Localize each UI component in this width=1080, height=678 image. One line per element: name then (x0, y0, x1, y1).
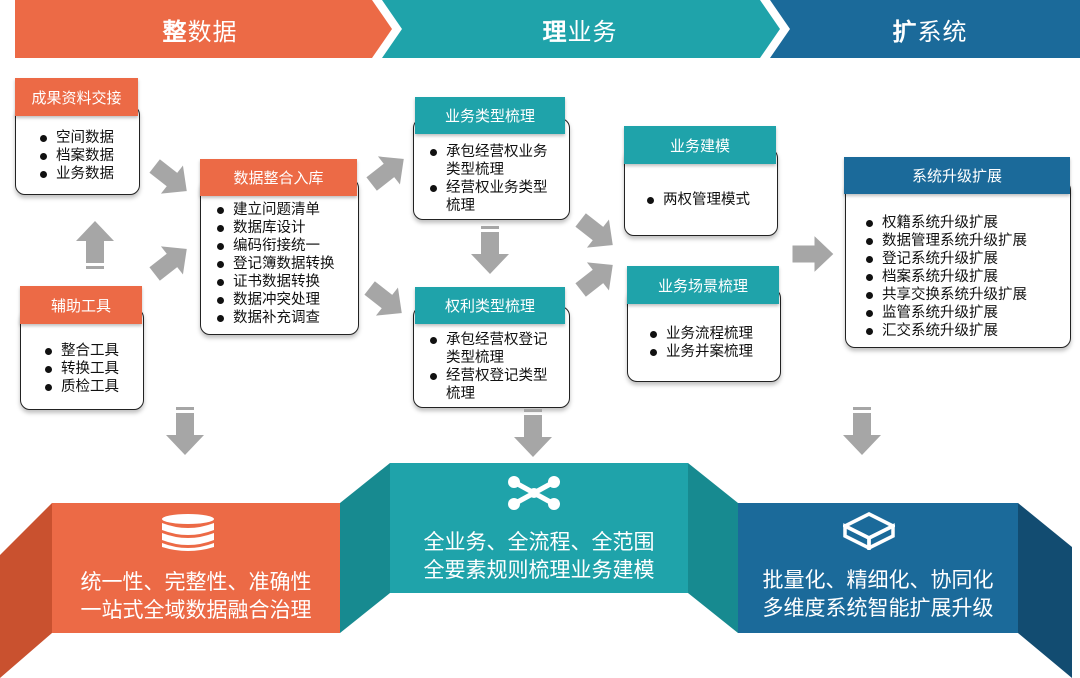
list-item: 质检工具 (43, 378, 119, 396)
list-item: 档案数据 (38, 147, 114, 165)
integration-header: 数据整合入库 (200, 159, 357, 196)
banner-left-text: 统一性、完整性、准确性 一站式全域数据融合治理 (80, 570, 312, 622)
network-icon (508, 476, 560, 510)
arrow-righttype-to-scenario (568, 248, 626, 306)
list-item: 经营权登记类型梳理 (428, 367, 558, 403)
arrow-down-mid (514, 409, 552, 457)
arrow-tools-to-integration (142, 232, 200, 290)
upgrade-header: 系统升级扩展 (844, 157, 1070, 194)
banner-mid-text: 全业务、全流程、全范围 全要素规则梳理业务建模 (423, 530, 655, 582)
list-item: 转换工具 (43, 360, 119, 378)
list-item: 承包经营权登记类型梳理 (428, 331, 558, 367)
scenario-header: 业务场景梳理 (627, 266, 779, 304)
left-fold (0, 503, 52, 678)
list-item: 监管系统升级扩展 (864, 304, 1027, 322)
list-item: 登记系统升级扩展 (864, 250, 1027, 268)
list-item: 权籍系统升级扩展 (864, 214, 1027, 232)
stage3-chevron (770, 0, 1080, 58)
modeling-header: 业务建模 (624, 126, 776, 164)
list-item: 两权管理模式 (645, 191, 750, 209)
list-item: 编码衔接统一 (215, 237, 335, 255)
list-item: 整合工具 (43, 342, 119, 360)
tools-list: 整合工具 转换工具 质检工具 (43, 342, 119, 396)
list-item: 业务流程梳理 (648, 325, 753, 343)
biztype-list: 承包经营权业务类型梳理 经营权业务类型梳理 (428, 143, 558, 215)
arrow-tools-to-results (76, 221, 114, 269)
list-item: 汇交系统升级扩展 (864, 322, 1027, 340)
arrow-down-left (166, 407, 204, 455)
list-item: 共享交换系统升级扩展 (864, 286, 1027, 304)
right-fold (1018, 503, 1072, 678)
list-item: 证书数据转换 (215, 273, 335, 291)
arrow-down-right (843, 407, 881, 455)
mid-right-fold (688, 463, 738, 633)
list-item: 登记簿数据转换 (215, 255, 335, 273)
scenario-list: 业务流程梳理 业务并案梳理 (648, 325, 753, 361)
arrow-biztype-to-modeling (568, 204, 626, 262)
list-item: 承包经营权业务类型梳理 (428, 143, 558, 179)
arrow-to-upgrade (791, 234, 835, 274)
stage1-title: 整数据 (162, 17, 238, 46)
list-item: 业务并案梳理 (648, 343, 753, 361)
arrow-integration-to-biztype (359, 142, 417, 200)
modeling-list: 两权管理模式 (645, 191, 750, 209)
upgrade-card: 权籍系统升级扩展 数据管理系统升级扩展 登记系统升级扩展 档案系统升级扩展 共享… (845, 180, 1071, 348)
list-item: 数据管理系统升级扩展 (864, 232, 1027, 250)
integration-list: 建立问题清单 数据库设计 编码衔接统一 登记簿数据转换 证书数据转换 数据冲突处… (215, 201, 335, 327)
stage2-title: 理业务 (542, 17, 618, 46)
righttype-header: 权利类型梳理 (415, 287, 565, 324)
right-panel (738, 503, 1018, 633)
tools-card: 整合工具 转换工具 质检工具 (20, 308, 144, 410)
mid-left-fold (340, 463, 390, 633)
tools-header: 辅助工具 (20, 286, 142, 324)
banner-right-text: 批量化、精细化、协同化 多维度系统智能扩展升级 (762, 568, 994, 620)
left-panel (52, 503, 340, 633)
list-item: 业务数据 (38, 165, 114, 183)
results-card: 空间数据 档案数据 业务数据 (15, 105, 140, 195)
biztype-header: 业务类型梳理 (415, 97, 565, 134)
database-icon (162, 514, 214, 551)
righttype-list: 承包经营权登记类型梳理 经营权登记类型梳理 (428, 331, 558, 403)
list-item: 档案系统升级扩展 (864, 268, 1027, 286)
results-list: 空间数据 档案数据 业务数据 (38, 129, 114, 183)
upgrade-list: 权籍系统升级扩展 数据管理系统升级扩展 登记系统升级扩展 档案系统升级扩展 共享… (864, 214, 1027, 340)
list-item: 数据库设计 (215, 219, 335, 237)
arrow-results-to-integration (142, 150, 200, 208)
stage2-chevron (382, 0, 780, 58)
biztype-card: 承包经营权业务类型梳理 经营权业务类型梳理 (413, 118, 570, 220)
bottom-banner-ribbon (0, 463, 1072, 678)
arrow-integration-to-righttype (357, 272, 415, 330)
stage1-chevron (15, 0, 392, 58)
header-chevrons (15, 0, 1080, 58)
integration-card: 建立问题清单 数据库设计 编码衔接统一 登记簿数据转换 证书数据转换 数据冲突处… (200, 178, 359, 335)
results-header: 成果资料交接 (15, 78, 138, 116)
arrow-biztype-to-righttype (471, 226, 509, 274)
list-item: 数据补充调查 (215, 309, 335, 327)
mid-panel (390, 463, 688, 593)
cube-icon (843, 512, 895, 550)
list-item: 建立问题清单 (215, 201, 335, 219)
list-item: 数据冲突处理 (215, 291, 335, 309)
stage3-title: 扩系统 (892, 17, 968, 46)
list-item: 经营权业务类型梳理 (428, 179, 558, 215)
list-item: 空间数据 (38, 129, 114, 147)
